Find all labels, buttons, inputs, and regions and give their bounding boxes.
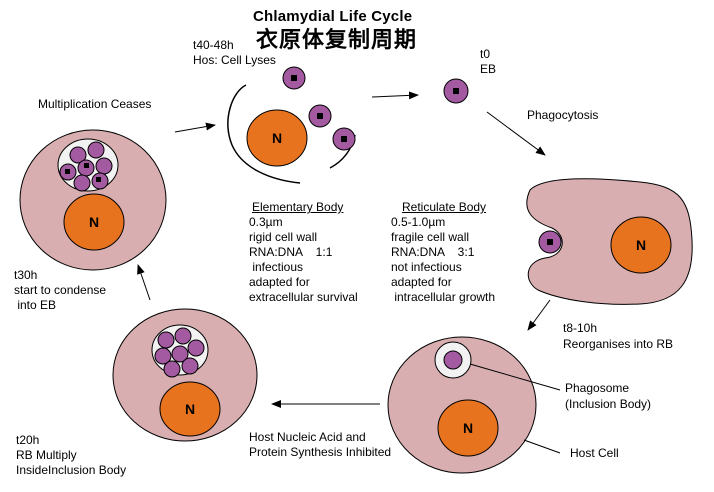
t20-line1: RB Multiply xyxy=(16,448,77,462)
inhibited-line2: Protein Synthesis Inhibited xyxy=(249,445,392,459)
arrow-reorganise xyxy=(527,299,551,331)
phagocytosis-label: Phagocytosis xyxy=(527,108,599,122)
eb-heading: Elementary Body xyxy=(252,200,344,214)
t8-time: t8-10h xyxy=(563,321,598,335)
arrow-to-eb xyxy=(371,91,419,100)
t0-time: t0 xyxy=(480,47,491,61)
arrow-to-lysis xyxy=(174,122,216,133)
t30-line1: start to condense xyxy=(14,283,107,297)
phagosome-sublabel: (Inclusion Body) xyxy=(565,397,652,411)
rb-line: 0.5-1.0µm xyxy=(391,215,446,229)
host-cell-phagocytosis: N xyxy=(526,178,693,305)
eb-line: 0.3µm xyxy=(249,215,283,229)
title: Chlamydial Life Cycle xyxy=(253,8,413,25)
inclusion-body-particles xyxy=(154,327,205,378)
t40-text: Hos: Cell Lyses xyxy=(193,53,276,67)
rb-line: fragile cell wall xyxy=(391,230,470,244)
nucleus-label: N xyxy=(636,237,646,253)
title-chinese: 衣原体复制周期 xyxy=(256,27,418,52)
eb-line: infectious xyxy=(249,260,304,274)
nucleus-label: N xyxy=(272,130,282,146)
rb-line: RNA:DNA 3:1 xyxy=(391,245,475,259)
lysed-host-cell: N xyxy=(227,66,356,184)
t20-time: t20h xyxy=(16,433,40,447)
nucleus-label: N xyxy=(185,401,195,417)
t30-time: t30h xyxy=(14,268,38,282)
host-cell-label: Host Cell xyxy=(570,446,619,460)
multiplication-label: Multiplication Ceases xyxy=(38,97,152,111)
host-cell-pointer xyxy=(523,439,561,454)
t40-time: t40-48h xyxy=(193,38,234,52)
t30-line2: into EB xyxy=(14,298,57,312)
rb-line: not infectious xyxy=(391,260,462,274)
t8-text: Reorganises into RB xyxy=(563,337,674,351)
t0-name: EB xyxy=(480,62,497,76)
nucleus-label: N xyxy=(463,420,473,436)
eb-line: rigid cell wall xyxy=(249,230,318,244)
nucleus-label: N xyxy=(89,214,99,230)
cell-rb-multiply: N xyxy=(112,308,258,442)
phagosome-pointer xyxy=(469,363,561,391)
arrow-phagocytosis xyxy=(486,111,546,156)
cell-reorganising-rb: N xyxy=(387,336,561,474)
rb-line: adapted for xyxy=(391,275,452,289)
arrow-condense xyxy=(137,264,151,301)
cell-multiplication-ceases: N xyxy=(19,129,167,271)
phagosome-label: Phagosome xyxy=(565,381,630,395)
eb-line: RNA:DNA 1:1 xyxy=(249,245,333,259)
rb-line: intracellular growth xyxy=(391,290,496,304)
eb-line: adapted for xyxy=(249,275,310,289)
elementary-body-t0 xyxy=(443,78,469,104)
t20-line2: InsideInclusion Body xyxy=(16,463,127,477)
inhibited-line1: Host Nucleic Acid and xyxy=(249,430,366,444)
rb-heading: Reticulate Body xyxy=(402,200,487,214)
eb-line: extracellular survival xyxy=(249,290,358,304)
